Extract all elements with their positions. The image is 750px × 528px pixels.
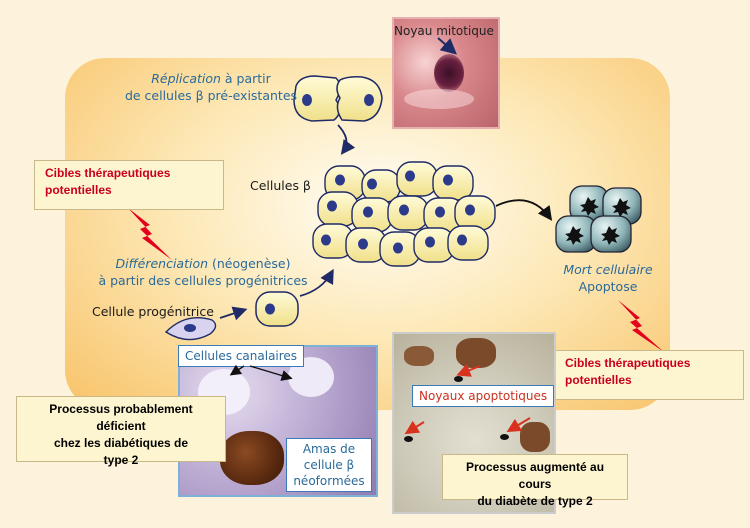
- deficient-line3: type 2: [103, 453, 139, 467]
- cibles-left-box: Cibles thérapeutiques potentielles: [34, 160, 224, 210]
- differentiation-text: Différenciation (néogenèse) à partir des…: [92, 255, 314, 289]
- lightning-bolt-left-icon: [128, 208, 172, 260]
- mitotic-nucleus: [434, 54, 464, 92]
- arrow-differentiation: [299, 268, 334, 297]
- apoptosis-arrows: [404, 363, 531, 435]
- photo-texture: [404, 89, 474, 109]
- apoptotic-nucleus-1: [454, 376, 463, 382]
- beta-cell-cluster: [312, 161, 496, 267]
- amas-label: Amas de cellule β néoformées: [286, 438, 372, 492]
- noyau-mitotique-label: Noyau mitotique: [394, 24, 494, 38]
- progenitor-cell: [164, 317, 217, 341]
- stain-3: [520, 422, 550, 452]
- death-text: Mort cellulaire Apoptose: [548, 261, 668, 295]
- mort-label: Mort cellulaire: [563, 262, 653, 277]
- amas-line3: néoformées: [293, 474, 365, 488]
- cibles-right-line2: potentielles: [565, 373, 632, 387]
- cellules-beta-label: Cellules β: [250, 178, 311, 193]
- replication-line2: de cellules β pré-existantes: [124, 88, 298, 103]
- mitotic-photo: [392, 17, 500, 129]
- replication-text: Réplication à partir de cellules β pré-e…: [116, 70, 306, 104]
- cibles-right-box: Cibles thérapeutiques potentielles: [554, 350, 744, 400]
- replication-word: Réplication: [151, 71, 221, 86]
- mitotic-arrow: [437, 37, 458, 55]
- apoptotic-nucleus-3: [500, 434, 509, 440]
- cibles-right-line1: Cibles thérapeutiques: [565, 356, 691, 370]
- apoptotic-nuclei: [565, 197, 631, 245]
- lightning-bolt-right-icon: [618, 300, 664, 352]
- arrow-replication: [337, 124, 356, 155]
- stain-2: [404, 346, 434, 366]
- augmente-box: Processus augmenté au cours du diabète d…: [442, 454, 628, 508]
- cibles-left-line2: potentielles: [45, 183, 112, 197]
- apoptotic-cells: [555, 185, 642, 253]
- beta-cell-nuclei: [321, 170, 475, 254]
- amas-line2: cellule β: [303, 458, 355, 472]
- cellules-canalaires-label: Cellules canalaires: [178, 345, 305, 367]
- diff-rest: (néogenèse): [208, 256, 291, 271]
- replicating-cells: [293, 75, 383, 122]
- apoptose-label: Apoptose: [578, 279, 638, 294]
- deficient-line2: chez les diabétiques de: [53, 436, 189, 450]
- augmente-line1: Processus augmenté au cours: [465, 460, 605, 491]
- diff-word: Différenciation: [115, 256, 209, 271]
- arrow-progenitor: [219, 306, 248, 321]
- canalaires-arrows: [229, 364, 293, 381]
- replication-rest: à partir: [220, 71, 271, 86]
- noyaux-apoptotiques-label: Noyaux apoptotiques: [412, 385, 555, 407]
- stain-1: [456, 338, 496, 368]
- deficient-line1: Processus probablement déficient: [49, 402, 193, 433]
- cibles-left-line1: Cibles thérapeutiques: [45, 166, 171, 180]
- deficient-box: Processus probablement déficient chez le…: [16, 396, 226, 467]
- new-beta-cell: [255, 291, 299, 327]
- diff-line2: à partir des cellules progénitrices: [98, 273, 308, 288]
- apoptotic-nucleus-2: [404, 436, 413, 442]
- augmente-line2: du diabète de type 2: [477, 494, 593, 508]
- progenitrice-label: Cellule progénitrice: [92, 304, 214, 319]
- beta-cluster-stain: [220, 431, 284, 485]
- amas-line1: Amas de: [302, 442, 356, 456]
- arrow-death: [495, 199, 553, 221]
